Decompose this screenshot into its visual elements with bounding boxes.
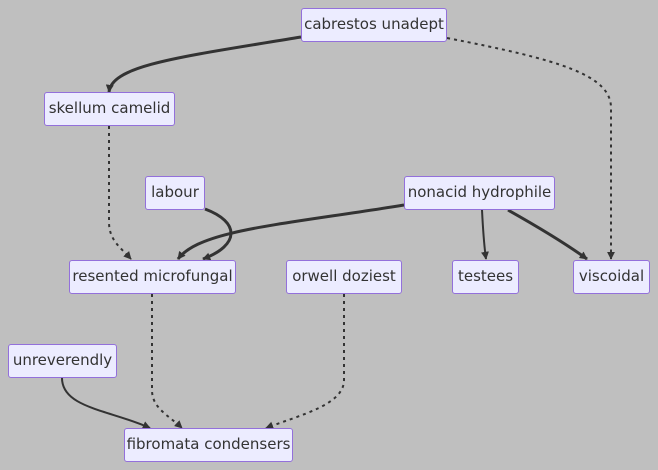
edge-resented-to-fibromata: [151, 294, 183, 429]
edge-cabrestos-to-viscoidal: [446, 37, 615, 260]
node-cabrestos-unadept[interactable]: cabrestos unadept: [301, 8, 447, 42]
node-unreverendly[interactable]: unreverendly: [8, 344, 117, 378]
edge-nonacid-to-testees: [481, 209, 489, 260]
node-nonacid-hydrophile[interactable]: nonacid hydrophile: [404, 176, 555, 210]
edge-unreverendly-to-fibromata: [61, 377, 151, 429]
edge-cabrestos-to-skellum: [105, 35, 302, 93]
node-skellum-camelid[interactable]: skellum camelid: [44, 92, 175, 126]
node-labour[interactable]: labour: [145, 176, 205, 210]
edge-nonacid-to-resented: [176, 203, 405, 260]
edge-skellum-to-resented: [108, 126, 132, 260]
node-testees[interactable]: testees: [452, 260, 519, 294]
node-viscoidal[interactable]: viscoidal: [573, 260, 650, 294]
edge-nonacid-to-viscoidal: [507, 208, 588, 261]
node-resented-microfungal[interactable]: resented microfungal: [69, 260, 236, 294]
node-fibromata-condensers[interactable]: fibromata condensers: [124, 428, 293, 462]
node-orwell-doziest[interactable]: orwell doziest: [286, 260, 402, 294]
edge-orwell-to-fibromata: [265, 294, 345, 430]
